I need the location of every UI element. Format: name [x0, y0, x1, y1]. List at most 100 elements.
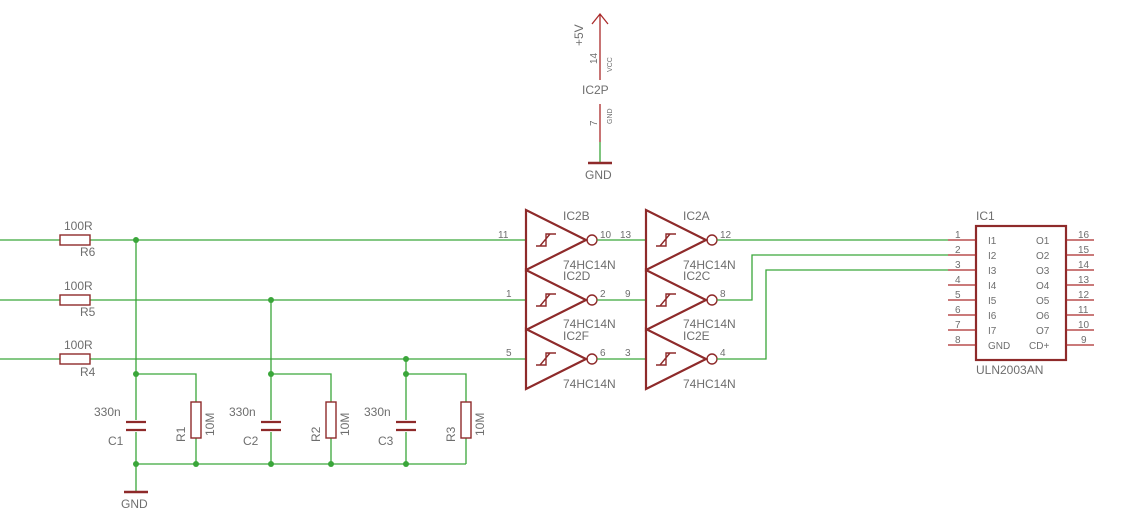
driver-pin-name: I4 [988, 281, 997, 292]
ic2c-in-pin: 9 [625, 289, 631, 300]
bleed-resistors: R1 10M R2 10M R3 10M [174, 401, 487, 442]
driver-pin-number: 6 [955, 305, 961, 316]
driver-part: ULN2003AN [976, 363, 1043, 377]
driver-pin-number: 13 [1078, 275, 1090, 286]
driver-body [974, 224, 1068, 362]
resistor-r1-name: R1 [174, 426, 188, 442]
capacitor-c3-value: 330n [364, 405, 391, 419]
schmitt-icon [536, 233, 556, 247]
junction [403, 461, 409, 467]
capacitor-c1 [126, 420, 146, 432]
ic2e-out-pin: 4 [720, 348, 726, 359]
ic2a-out-pin: 12 [720, 230, 732, 241]
gnd-symbol-label: GND [585, 168, 612, 182]
ic2d-name: IC2D [563, 269, 591, 283]
ic2d-out-pin: 2 [600, 289, 606, 300]
resistor-r2 [325, 401, 337, 439]
ic2b-in-pin: 11 [498, 230, 509, 241]
driver-pin-name: O6 [1036, 311, 1050, 322]
capacitor-c1-value: 330n [94, 405, 121, 419]
bottom-gnd-label: GND [121, 497, 148, 511]
driver-pin-name: I1 [988, 236, 997, 247]
inverter-ic2b: IC2B 74HC14N 11 10 [498, 208, 616, 272]
capacitor-c1-name: C1 [108, 434, 124, 448]
driver-pin-number: 11 [1078, 305, 1089, 316]
junction [403, 356, 409, 362]
power-section: +5V 14 VCC IC2P 7 GND GND [572, 12, 614, 182]
gnd-pin-name: GND [607, 108, 614, 124]
capacitor-c2-value: 330n [229, 405, 256, 419]
resistor-r3 [460, 401, 472, 439]
driver-pin-name: GND [988, 341, 1010, 352]
junction [268, 371, 274, 377]
inverter-ic2f: IC2F 74HC14N 5 6 [506, 327, 616, 391]
driver-pin-number: 8 [955, 335, 961, 346]
driver-pin-number: 15 [1078, 245, 1090, 256]
driver-pin-number: 16 [1078, 230, 1090, 241]
junction [133, 371, 139, 377]
junction [268, 297, 274, 303]
capacitor-c3-name: C3 [378, 434, 394, 448]
driver-pin-name: O7 [1036, 326, 1050, 337]
junction [403, 371, 409, 377]
resistor-r6-name: R6 [80, 245, 96, 259]
driver-pin-name: O1 [1036, 236, 1050, 247]
driver-pin-number: 12 [1078, 290, 1090, 301]
resistor-r5 [59, 294, 91, 306]
driver-pin-number: 5 [955, 290, 961, 301]
driver-name: IC1 [976, 209, 995, 223]
ic2c-out-pin: 8 [720, 289, 726, 300]
junctions [133, 237, 409, 467]
junction [133, 461, 139, 467]
resistor-r4-value: 100R [64, 338, 93, 352]
ic2a-part: 74HC14N [683, 258, 736, 272]
resistor-r1-value: 10M [203, 413, 217, 436]
ic2f-part: 74HC14N [563, 377, 616, 391]
ic2b-name: IC2B [563, 209, 590, 223]
ic2f-name: IC2F [563, 329, 589, 343]
capacitor-c2-name: C2 [243, 434, 259, 448]
supply-label: +5V [572, 24, 586, 46]
junction [193, 461, 199, 467]
resistor-r6 [59, 234, 91, 246]
ic2e-part: 74HC14N [683, 377, 736, 391]
resistor-r2-value: 10M [338, 413, 352, 436]
junction [133, 237, 139, 243]
resistor-r6-value: 100R [64, 219, 93, 233]
ic2d-in-pin: 1 [506, 289, 512, 300]
driver-pin-name: O5 [1036, 296, 1050, 307]
bottom-ground: GND [121, 490, 148, 511]
resistor-r5-name: R5 [80, 305, 96, 319]
schmitt-icon [656, 293, 676, 307]
driver-pin-number: 1 [955, 230, 961, 241]
resistor-r3-name: R3 [444, 426, 458, 442]
vcc-pin-number: 14 [589, 52, 600, 64]
inverter-ic2a: IC2A 74HC14N 13 12 [620, 208, 736, 272]
ic2e-in-pin: 3 [625, 348, 631, 359]
ic2f-in-pin: 5 [506, 348, 512, 359]
resistor-r4-name: R4 [80, 365, 96, 379]
inverter-ic2c: IC2C 74HC14N 9 8 [625, 268, 736, 332]
driver-pin-name: I2 [988, 251, 997, 262]
driver-pin-name: I7 [988, 326, 997, 337]
driver-pin-name: O2 [1036, 251, 1050, 262]
driver-pin-name: I5 [988, 296, 997, 307]
ic2c-part: 74HC14N [683, 317, 736, 331]
driver-pin-number: 7 [955, 320, 961, 331]
driver-pin-number: 4 [955, 275, 961, 286]
driver-pin-name: I3 [988, 266, 997, 277]
resistor-r2-name: R2 [309, 426, 323, 442]
schmitt-icon [536, 293, 556, 307]
schmitt-icon [536, 352, 556, 366]
ic2c-name: IC2C [683, 269, 711, 283]
driver-pin-number: 9 [1081, 335, 1087, 346]
ic2b-out-pin: 10 [600, 230, 612, 241]
ic2f-out-pin: 6 [600, 348, 606, 359]
gnd-pin-number: 7 [589, 120, 600, 126]
capacitor-c3 [396, 420, 416, 432]
driver-pin-number: 14 [1078, 260, 1090, 271]
capacitors: 330n C1 330n C2 330n C3 [94, 405, 416, 448]
supply-arrow-icon [591, 12, 609, 80]
inverter-ic2d: IC2D 74HC14N 1 2 [506, 268, 616, 332]
resistor-r3-value: 10M [473, 413, 487, 436]
